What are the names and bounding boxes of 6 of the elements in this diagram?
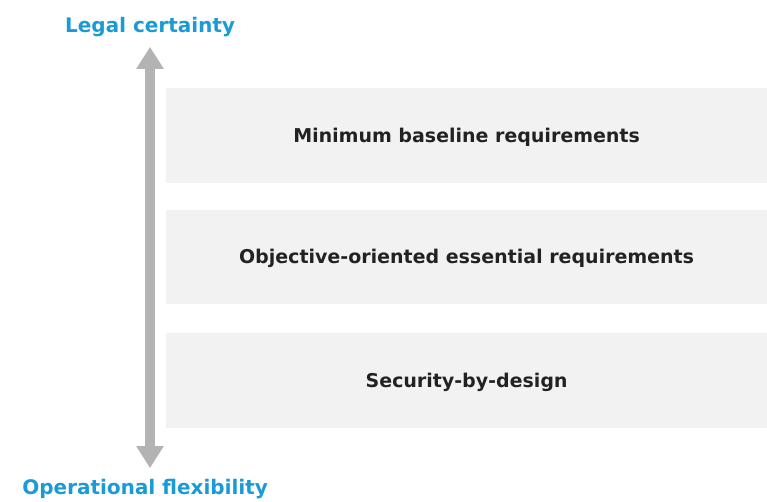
band-label: Security-by-design bbox=[366, 370, 568, 392]
axis-end-label: Legal certainty bbox=[65, 13, 235, 37]
double-headed-arrow bbox=[136, 47, 164, 468]
band-label: Objective-oriented essential requirements bbox=[239, 246, 694, 268]
band-label: Minimum baseline requirements bbox=[293, 124, 640, 146]
axis-end-label: Operational flexibility bbox=[22, 475, 268, 499]
